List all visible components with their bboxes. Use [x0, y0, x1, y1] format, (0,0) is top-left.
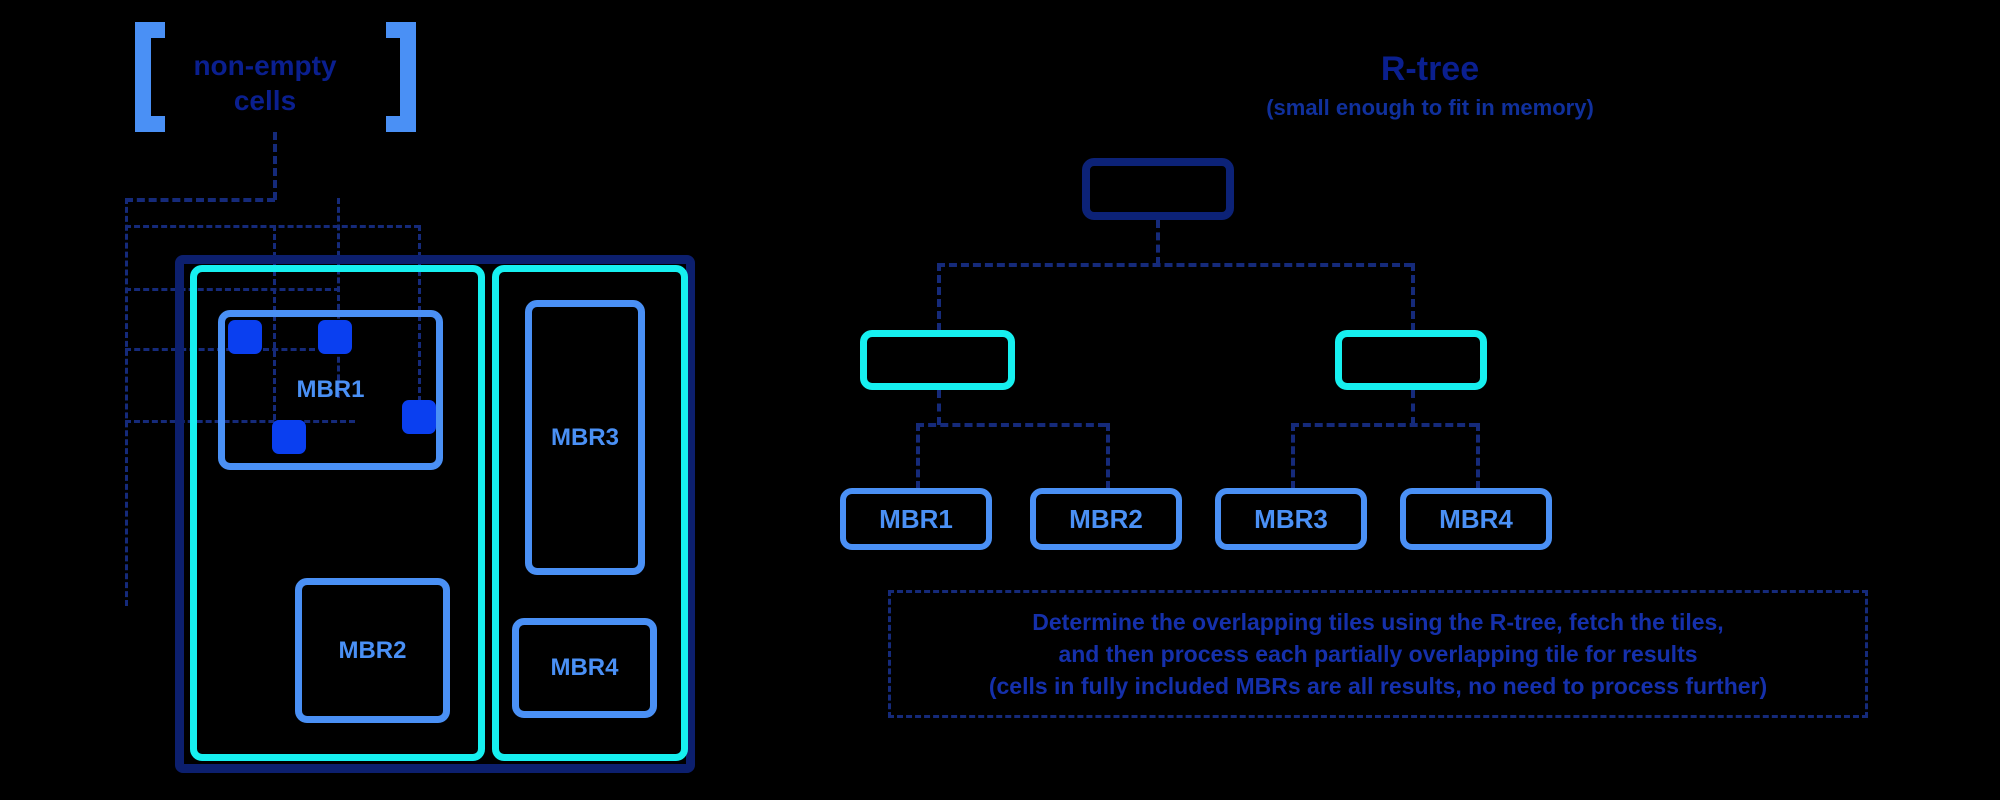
rtree-leaf-mbr4[interactable]: MBR4 — [1400, 488, 1552, 550]
rtree-root-node[interactable] — [1082, 158, 1234, 220]
gridline-h-1 — [125, 225, 420, 228]
connector-mid-left-stem — [937, 390, 941, 425]
grid-partition-panel: non-empty cells MBR1 MBR2 MBR3 MBR — [0, 0, 760, 800]
connector-root-to-mid-right — [1411, 263, 1415, 331]
rtree-panel: R-tree (small enough to fit in memory) — [840, 0, 2000, 800]
rtree-leaf-mbr4-label: MBR4 — [1439, 503, 1513, 534]
grid-mbr4-box[interactable]: MBR4 — [512, 618, 657, 718]
non-empty-cell — [318, 320, 352, 354]
gridline-v-4 — [418, 225, 421, 420]
rtree-leaf-mbr2-label: MBR2 — [1069, 503, 1143, 534]
rtree-leaf-mbr1[interactable]: MBR1 — [840, 488, 992, 550]
connector-mid-right-to-mbr4 — [1476, 423, 1480, 489]
caption-line-3: (cells in fully included MBRs are all re… — [988, 672, 1768, 699]
rtree-leaf-mbr2[interactable]: MBR2 — [1030, 488, 1182, 550]
rtree-leaf-mbr3[interactable]: MBR3 — [1215, 488, 1367, 550]
connector-mid-left-to-mbr2 — [1106, 423, 1110, 489]
gridline-v-3 — [337, 198, 340, 398]
bracket-left-icon — [135, 22, 165, 132]
gridline-h-4 — [125, 420, 355, 423]
rtree-internal-node-left[interactable] — [860, 330, 1015, 390]
non-empty-cells-label-line2: cells — [233, 85, 297, 116]
grid-mbr1-box[interactable]: MBR1 — [218, 310, 443, 470]
bracket-right-icon — [386, 22, 416, 132]
gridline-v-1 — [125, 198, 128, 606]
connector-root-stem — [1156, 220, 1160, 265]
grid-mbr3-label: MBR3 — [550, 423, 619, 451]
gridline-v-2 — [273, 225, 276, 420]
rtree-leaf-mbr3-label: MBR3 — [1254, 503, 1328, 534]
rtree-internal-node-right[interactable] — [1335, 330, 1487, 390]
rtree-leaf-mbr1-label: MBR1 — [879, 503, 953, 534]
non-empty-cell — [228, 320, 262, 354]
connector-mid-right-bus — [1291, 423, 1477, 427]
annotation-leader-horizontal — [125, 198, 275, 202]
grid-mbr2-box[interactable]: MBR2 — [295, 578, 450, 723]
non-empty-cell — [402, 400, 436, 434]
non-empty-cell — [272, 420, 306, 454]
annotation-leader-vertical — [273, 132, 277, 200]
mbr-group-left — [190, 265, 485, 761]
rtree-subtitle: (small enough to fit in memory) — [1266, 95, 1594, 120]
caption-box: Determine the overlapping tiles using th… — [888, 590, 1868, 718]
connector-mid-right-stem — [1411, 390, 1415, 425]
connector-root-bus — [937, 263, 1412, 267]
rtree-title: R-tree — [1380, 50, 1480, 88]
non-empty-cells-label-line1: non-empty — [193, 50, 337, 81]
caption-line-1: Determine the overlapping tiles using th… — [1032, 608, 1724, 635]
connector-mid-right-to-mbr3 — [1291, 423, 1295, 489]
caption-line-2: and then process each partially overlapp… — [1058, 640, 1698, 667]
tile-container — [175, 255, 695, 773]
grid-mbr2-label: MBR2 — [338, 636, 407, 664]
grid-mbr1-label: MBR1 — [296, 376, 365, 403]
grid-mbr3-box[interactable]: MBR3 — [525, 300, 645, 575]
connector-root-to-mid-left — [937, 263, 941, 331]
grid-mbr4-label: MBR4 — [550, 654, 619, 681]
connector-mid-left-bus — [916, 423, 1106, 427]
gridline-h-2 — [125, 288, 340, 291]
connector-mid-left-to-mbr1 — [916, 423, 920, 489]
mbr-group-right — [492, 265, 688, 761]
non-empty-cells-label: non-empty cells — [150, 48, 380, 118]
